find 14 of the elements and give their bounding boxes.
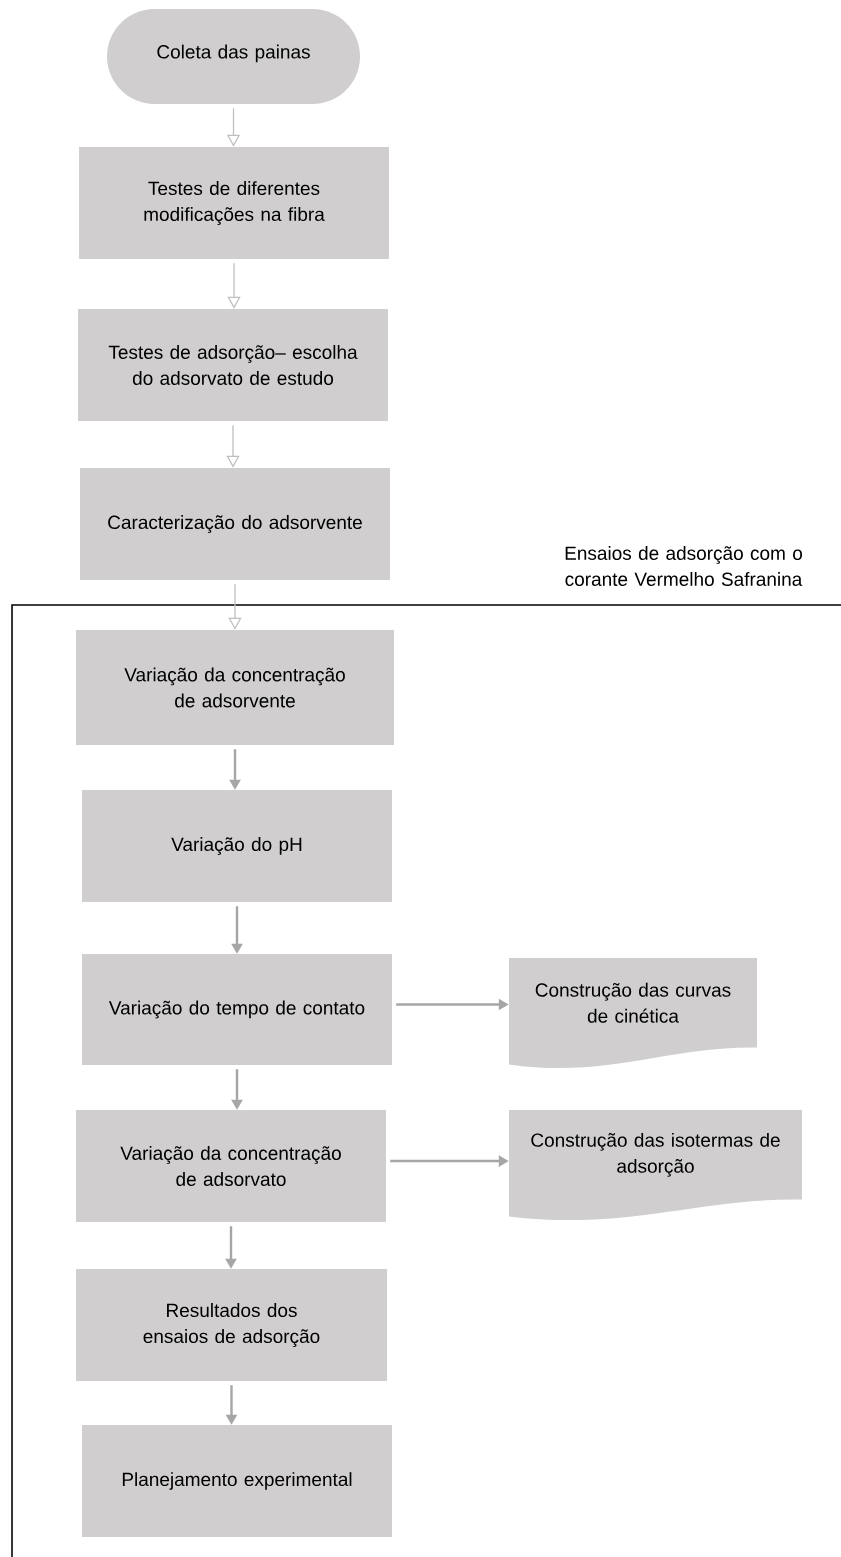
process-box: Testes de diferentes modificações na fibra bbox=[79, 147, 389, 259]
group-heading: Ensaios de adsorção com o corante Vermelho Safranina bbox=[565, 546, 803, 586]
arrow bbox=[228, 583, 242, 630]
process-box: Variação do tempo de contato bbox=[82, 954, 392, 1065]
process-box: Resultados dos ensaios de adsorção bbox=[76, 1269, 387, 1381]
arrow bbox=[227, 262, 241, 309]
process-box: Variação da concentração de adsorvato bbox=[76, 1110, 386, 1222]
process-box: Variação da concentração de adsorvente bbox=[76, 630, 394, 745]
process-box: Testes de adsorção– escolha do adsorvato de estudo bbox=[78, 309, 388, 421]
process-box: Caracterização do adsorvente bbox=[80, 468, 390, 580]
process-box: Variação do pH bbox=[82, 790, 392, 902]
arrow bbox=[226, 424, 240, 468]
process-box: Planejamento experimental bbox=[82, 1425, 392, 1537]
group-frame bbox=[11, 604, 841, 1557]
